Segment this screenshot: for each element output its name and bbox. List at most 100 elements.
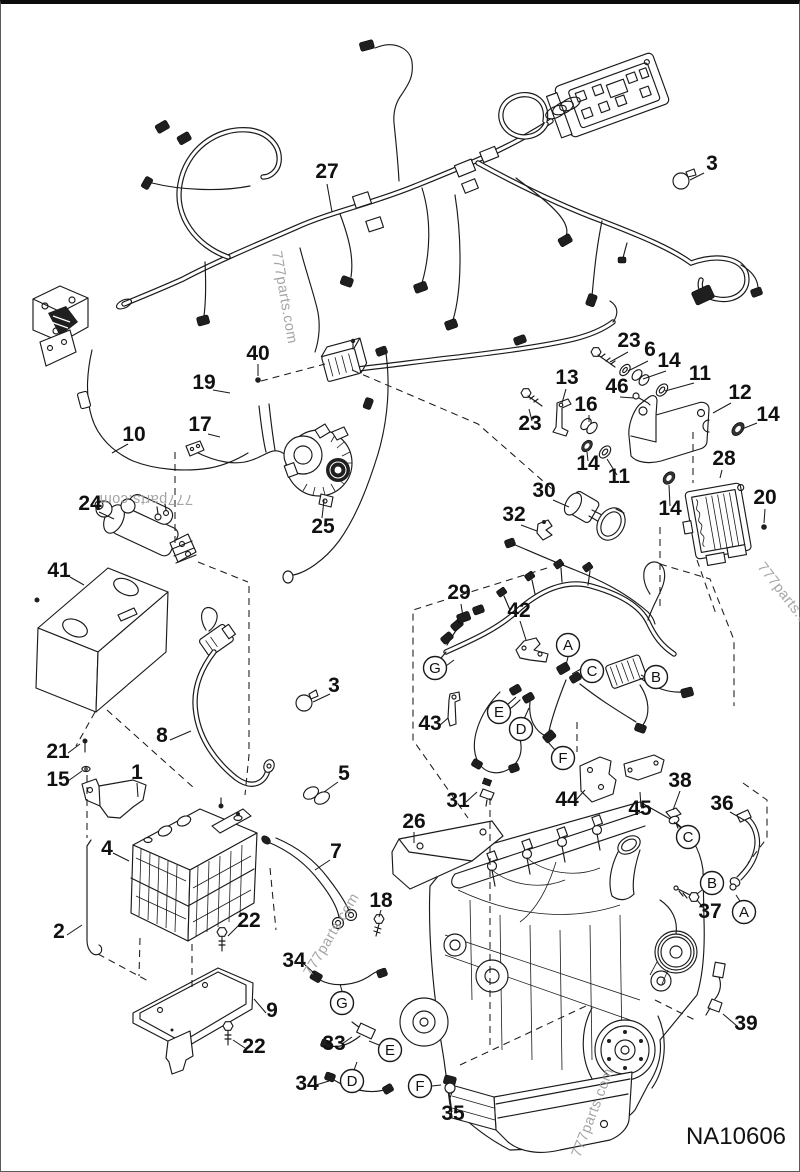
battery-cable-10-drawing xyxy=(76,349,249,471)
callout-43: 43 xyxy=(418,712,441,735)
callout-10: 10 xyxy=(122,423,145,446)
callout-22a: 22 xyxy=(237,909,260,932)
callout-16: 16 xyxy=(574,393,597,416)
marker-A-engine: A xyxy=(739,904,749,921)
battery-tray-drawing xyxy=(132,927,254,1075)
callout-28: 28 xyxy=(712,447,736,470)
callout-46: 46 xyxy=(605,375,628,398)
callout-37: 37 xyxy=(698,900,721,923)
bracket-12-group-drawing xyxy=(520,347,745,485)
marker-D-sensor: D xyxy=(347,1073,358,1090)
sensors-drawing xyxy=(309,777,761,1099)
callout-13: 13 xyxy=(555,366,578,389)
cable-7-drawing xyxy=(261,835,385,937)
callout-34b: 34 xyxy=(295,1072,319,1095)
marker-E-harness: E xyxy=(494,704,504,721)
dashed-reference-lines xyxy=(75,363,768,1066)
callout-35: 35 xyxy=(441,1102,465,1125)
actuator-30-drawing xyxy=(504,490,656,625)
callout-32: 32 xyxy=(502,503,525,526)
battery-drawing xyxy=(130,797,258,942)
callout-14a: 14 xyxy=(657,349,681,372)
watermark-battery: 777parts.com xyxy=(301,890,363,979)
callout-39: 39 xyxy=(734,1012,757,1035)
callout-4: 4 xyxy=(101,837,113,860)
marker-G-sensor: G xyxy=(336,995,348,1012)
marker-D-harness: D xyxy=(516,721,527,738)
callout-20: 20 xyxy=(753,486,776,509)
callout-22b: 22 xyxy=(242,1035,265,1058)
callout-2: 2 xyxy=(53,920,65,943)
callout-23b: 23 xyxy=(518,412,541,435)
marker-G-harness: G xyxy=(429,660,441,677)
callout-14d: 14 xyxy=(658,497,682,520)
sensor-34a xyxy=(309,967,388,986)
alternator-drawing xyxy=(283,423,353,508)
callout-36: 36 xyxy=(710,792,733,815)
callout-11a: 11 xyxy=(689,362,712,385)
marker-A-harness: A xyxy=(563,637,573,654)
callout-25: 25 xyxy=(311,515,335,538)
callout-7: 7 xyxy=(330,840,342,863)
callout-6: 6 xyxy=(644,338,656,361)
watermark-right: 777parts.com xyxy=(754,560,800,644)
callout-29: 29 xyxy=(447,581,470,604)
callout-42: 42 xyxy=(507,599,530,622)
callout-40: 40 xyxy=(246,342,269,365)
callout-26: 26 xyxy=(402,810,425,833)
callout-34a: 34 xyxy=(282,949,306,972)
sensor-35 xyxy=(443,1074,457,1099)
injector-row xyxy=(486,814,604,887)
callout-18: 18 xyxy=(369,889,393,912)
drawing-code: NA10606 xyxy=(686,1123,786,1150)
letter-markers: A C B G E D F C B A G E D F xyxy=(329,632,757,1099)
callout-31: 31 xyxy=(446,789,470,812)
starter-drawing xyxy=(94,494,197,564)
battery-cover-drawing xyxy=(34,567,169,713)
regulator-block-drawing xyxy=(320,337,368,382)
marker-E-sensor: E xyxy=(385,1042,395,1059)
engine-drawing xyxy=(391,801,705,1153)
callout-12: 12 xyxy=(728,381,751,404)
ecu-drawing xyxy=(682,482,752,567)
callout-45: 45 xyxy=(628,797,652,820)
callout-3-mid: 3 xyxy=(328,674,340,697)
sensor-33 xyxy=(320,1021,376,1050)
sensor-39 xyxy=(705,961,726,1016)
callout-21: 21 xyxy=(46,740,70,763)
callout-labels: 27 3 40 19 17 10 24 25 41 23 6 14 11 12 … xyxy=(46,152,780,1125)
battery-cable-8-drawing xyxy=(192,168,697,805)
callout-19: 19 xyxy=(192,371,215,394)
sensor-37 xyxy=(673,885,700,902)
callout-41: 41 xyxy=(47,559,71,582)
callout-3-top: 3 xyxy=(706,152,718,175)
watermark-top: 777parts.com xyxy=(268,250,300,345)
main-harness-drawing xyxy=(121,39,763,584)
part-20-pin xyxy=(761,524,767,530)
mount-bracket-drawing xyxy=(32,285,133,367)
callout-15: 15 xyxy=(46,768,70,791)
marker-C-harness: C xyxy=(587,663,598,680)
callout-33: 33 xyxy=(322,1032,345,1055)
callout-23a: 23 xyxy=(617,329,640,352)
callout-30: 30 xyxy=(532,479,555,502)
callout-38: 38 xyxy=(668,769,692,792)
callout-44: 44 xyxy=(555,788,579,811)
callout-14c: 14 xyxy=(576,452,600,475)
marker-F-harness: F xyxy=(558,750,567,767)
marker-F-sensor: F xyxy=(415,1078,424,1095)
callout-24: 24 xyxy=(78,492,102,515)
callout-9: 9 xyxy=(266,999,278,1022)
marker-C-engine: C xyxy=(683,829,694,846)
callout-11b: 11 xyxy=(608,465,631,488)
marker-B-engine: B xyxy=(707,875,717,892)
marker-B-harness: B xyxy=(651,669,661,686)
callout-17: 17 xyxy=(188,413,211,436)
callout-14b: 14 xyxy=(756,403,780,426)
callout-1: 1 xyxy=(131,761,143,784)
callout-8: 8 xyxy=(156,724,168,747)
callout-27: 27 xyxy=(315,160,338,183)
leader-lines xyxy=(66,172,766,1113)
